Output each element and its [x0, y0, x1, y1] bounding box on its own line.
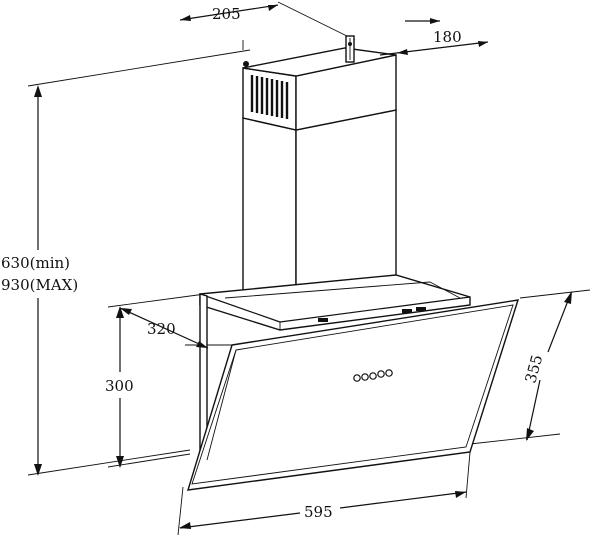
dim-overall-width: 595 — [179, 491, 467, 529]
dim-label-300: 300 — [105, 377, 134, 395]
dim-label-320: 320 — [147, 320, 176, 338]
control-button-2[interactable] — [361, 373, 369, 381]
control-button-4[interactable] — [377, 370, 385, 378]
hood-canopy — [199, 274, 471, 473]
dim-glass-height: 355 — [521, 291, 572, 441]
dim-overall-height: 630(min) 930(MAX) — [1, 85, 78, 476]
control-button-5[interactable] — [385, 369, 393, 377]
control-buttons[interactable] — [353, 369, 393, 382]
dim-label-355: 355 — [521, 353, 546, 385]
dim-label-height-min: 630(min) — [1, 254, 70, 272]
control-button-3[interactable] — [369, 372, 377, 380]
dim-chimney-width: 205 — [179, 4, 279, 23]
dim-label-205: 205 — [212, 5, 241, 23]
dim-label-180: 180 — [433, 28, 462, 46]
dim-label-595: 595 — [304, 503, 333, 521]
dim-canopy-depth: 320 — [119, 307, 209, 349]
mounting-bracket — [345, 35, 355, 63]
extension-lines — [27, 1, 591, 536]
dim-canopy-height: 300 — [105, 306, 134, 468]
chimney — [242, 47, 397, 309]
glass-panel — [187, 299, 520, 491]
dim-label-height-max: 930(MAX) — [1, 276, 78, 294]
vent-slots — [243, 61, 289, 119]
dim-chimney-depth: 180 — [379, 18, 489, 56]
control-button-1[interactable] — [353, 374, 361, 382]
